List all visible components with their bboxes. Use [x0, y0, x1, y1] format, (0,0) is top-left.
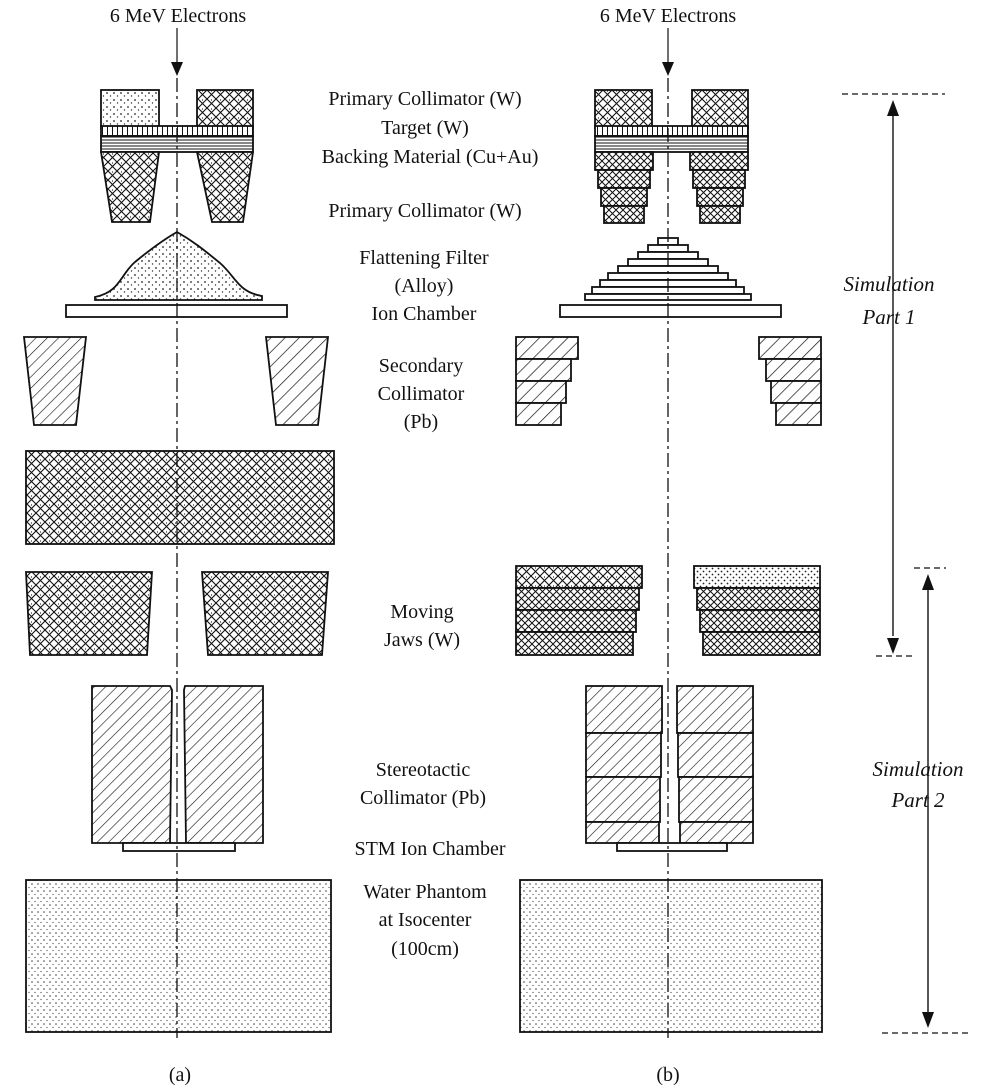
- mirror-block-a: [25, 450, 335, 545]
- stm-ion-chamber-b: [616, 842, 728, 852]
- stereotactic-collimator-left-a: [91, 685, 173, 844]
- primary-collimator-bottom-left-b: [594, 151, 654, 224]
- simulation-part1-label-1: Simulation: [843, 272, 934, 296]
- moving-jaw-left-a: [25, 571, 153, 656]
- secondary-collimator-label-3: (Pb): [404, 411, 438, 433]
- moving-jaw-left-b: [515, 565, 643, 656]
- flattening-filter-a: [94, 230, 263, 301]
- moving-jaws-label-1: Moving: [390, 601, 453, 623]
- secondary-collimator-right-a: [264, 336, 330, 426]
- stereotactic-collimator-right-a: [183, 685, 264, 844]
- panel-b: [515, 28, 823, 1038]
- simulation-part2-label-2: Part 2: [890, 788, 945, 812]
- beam-label-a: 6 MeV Electrons: [110, 5, 246, 27]
- water-phantom-label-3: (100cm): [391, 938, 459, 960]
- stereotactic-collimator-left-b: [585, 685, 663, 844]
- panel-b-caption: (b): [656, 1064, 679, 1086]
- beam-arrowhead-b: [662, 62, 674, 76]
- part2-arrow-top: [922, 574, 934, 590]
- primary-collimator-top-left-b: [594, 89, 653, 129]
- stm-ion-chamber-a: [122, 842, 236, 852]
- secondary-collimator-label-1: Secondary: [379, 355, 463, 377]
- primary-collimator-top-right-b: [691, 89, 749, 129]
- primary-collimator-bottom-label: Primary Collimator (W): [328, 200, 521, 222]
- primary-collimator-bottom-left-a: [99, 151, 161, 223]
- backing-material-b: [594, 135, 749, 153]
- secondary-collimator-label-2: Collimator: [378, 383, 465, 405]
- part2-arrow-bottom: [922, 1012, 934, 1028]
- primary-collimator-top-label: Primary Collimator (W): [328, 88, 521, 110]
- moving-jaws-label-2: Jaws (W): [384, 629, 460, 651]
- secondary-collimator-left-b: [515, 336, 579, 426]
- water-phantom-label-1: Water Phantom: [363, 881, 487, 903]
- part1-arrow-bottom: [887, 638, 899, 654]
- beam-arrowhead-a: [171, 62, 183, 76]
- part1-arrow-top: [887, 100, 899, 116]
- moving-jaw-right-a: [201, 571, 329, 656]
- moving-jaw-right-b: [693, 565, 821, 656]
- water-phantom-label-2: at Isocenter: [379, 909, 472, 931]
- water-phantom-a: [25, 879, 332, 1033]
- primary-collimator-bottom-right-b: [689, 151, 749, 224]
- beam-label-b: 6 MeV Electrons: [600, 5, 736, 27]
- stereotactic-collimator-label-2: Collimator (Pb): [360, 787, 486, 809]
- primary-collimator-top-right-a: [196, 89, 254, 129]
- flattening-filter-material-label: (Alloy): [395, 275, 454, 297]
- simulation-brackets: [842, 93, 970, 1034]
- flattening-filter-label: Flattening Filter: [359, 247, 489, 269]
- panel-a-caption: (a): [169, 1064, 191, 1086]
- simulation-part1-label-2: Part 1: [861, 305, 915, 329]
- stereotactic-collimator-label-1: Stereotactic: [376, 759, 471, 781]
- stm-ion-chamber-label: STM Ion Chamber: [354, 838, 505, 860]
- labels: 6 MeV Electrons 6 MeV Electrons Primary …: [110, 5, 964, 1086]
- target-label: Target (W): [381, 117, 469, 139]
- secondary-collimator-right-b: [758, 336, 822, 426]
- panel-a: [22, 28, 335, 1038]
- primary-collimator-bottom-right-a: [195, 151, 255, 223]
- primary-collimator-top-left-a: [100, 89, 160, 129]
- backing-material-label: Backing Material (Cu+Au): [322, 146, 539, 168]
- secondary-collimator-left-a: [22, 336, 88, 426]
- water-phantom-b: [519, 879, 823, 1033]
- stereotactic-collimator-right-b: [676, 685, 754, 844]
- ion-chamber-b: [559, 304, 782, 318]
- ion-chamber-label: Ion Chamber: [372, 303, 477, 325]
- target-b: [594, 125, 749, 137]
- simulation-part2-label-1: Simulation: [872, 757, 963, 781]
